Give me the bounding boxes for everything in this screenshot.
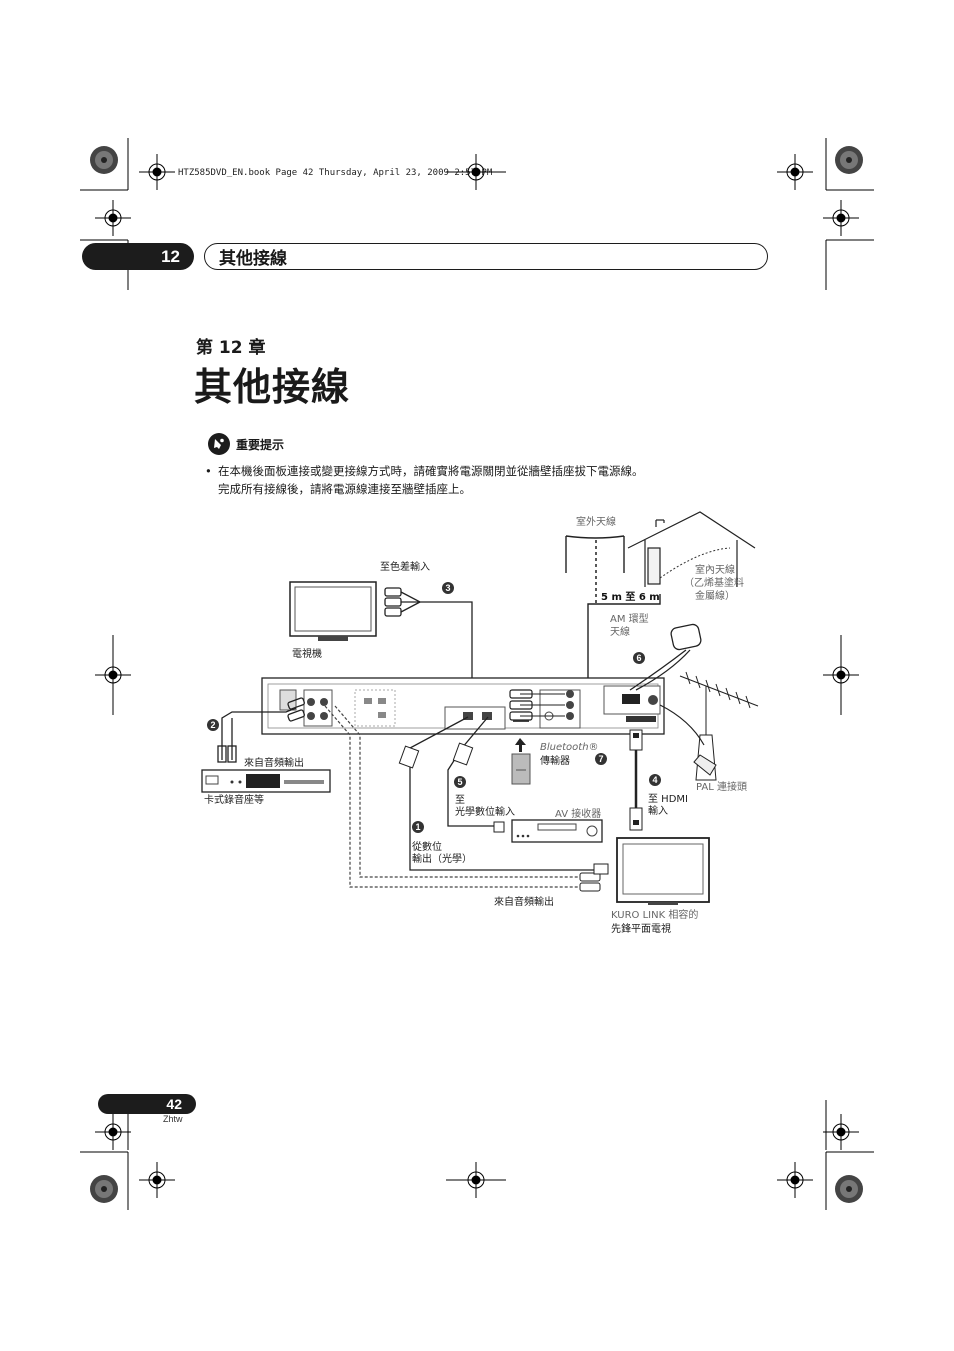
cassette-deck-label: 卡式錄音座等 [204, 793, 264, 806]
number-badge-1: 1 [412, 821, 424, 833]
svg-text:3: 3 [445, 583, 450, 593]
audio-out-label-2: 來自音頻輸出 [494, 895, 554, 908]
component-input-label: 至色差輸入 [380, 560, 430, 573]
number-badge-2: 2 [207, 719, 219, 731]
bluetooth-adapter-label: 傳輸器 [540, 754, 570, 767]
number-badge-5: 5 [454, 776, 466, 788]
audio-out-label: 來自音頻輸出 [244, 756, 304, 769]
number-badge-3: 3 [442, 582, 454, 594]
print-header: HTZ585DVD_EN.book Page 42 Thursday, Apri… [178, 168, 493, 178]
svg-text:5: 5 [457, 777, 462, 787]
flat-panel-tv-icon [616, 837, 710, 905]
cassette-audio-cable [217, 697, 305, 763]
bullet-dot-icon: • [205, 464, 212, 478]
av-receiver-icon [511, 819, 603, 843]
am-loop-label-2: 天線 [610, 625, 630, 638]
am-loop-antenna-icon [629, 623, 702, 691]
bluetooth-adapter-icon [511, 738, 531, 785]
page-number-badge: 42 [98, 1094, 196, 1114]
pal-connector-label: PAL 連接頭 [696, 780, 747, 793]
indoor-antenna-wire [659, 547, 731, 579]
main-unit-rear-panel [261, 677, 665, 735]
indoor-antenna-label-1: 室內天線 [695, 563, 735, 576]
to-optical-label-1: 至 [455, 794, 465, 806]
from-digital-label-2: 輸出（光學） [412, 852, 472, 865]
tv-label: 電視機 [292, 647, 322, 660]
bluetooth-label: Bluetooth® [540, 742, 599, 753]
chapter-heading: 其他接線 [194, 365, 351, 409]
warning-hand-icon [208, 433, 230, 455]
kuro-link-label-1: KURO LINK 相容的 [611, 908, 698, 921]
distance-box [598, 588, 660, 604]
indoor-antenna-label-3: 金屬線） [695, 589, 735, 602]
from-digital-label-1: 從數位 [412, 840, 442, 853]
distance-label: 5 m 至 6 m [601, 591, 660, 603]
tv-audio-cable-2 [334, 705, 580, 878]
pal-antenna-icon [659, 671, 759, 781]
indoor-antenna-label-2: （乙烯基塗料 [684, 576, 744, 589]
am-loop-label-1: AM 環型 [610, 612, 649, 625]
to-hdmi-label-2: 輸入 [648, 804, 668, 817]
optical-cable-5 [447, 716, 500, 827]
svg-text:2: 2 [210, 720, 215, 730]
tv-audio-cable-1 [324, 705, 580, 888]
bullet-line-1: 在本機後面板連接或變更接線方式時，請確實將電源關閉並從牆壁插座拔下電源線。 [218, 464, 644, 478]
svg-text:4: 4 [652, 775, 657, 785]
important-note-title: 重要提示 [236, 437, 285, 452]
svg-text:6: 6 [636, 653, 641, 663]
number-badge-6: 6 [633, 652, 645, 664]
bullet-line-2: 完成所有接線後，請將電源線連接至牆壁插座上。 [218, 482, 471, 496]
chapter-label: 第 12 章 [196, 338, 266, 358]
cassette-deck-icon [201, 769, 331, 793]
outdoor-antenna-label: 室外天線 [576, 515, 616, 528]
kuro-link-label-2: 先鋒平面電視 [611, 922, 671, 935]
chapter-title-text: 其他接線 [219, 249, 287, 269]
chapter-number-badge: 12 [82, 243, 194, 270]
tv-icon [289, 581, 377, 641]
optical-cable-1 [409, 716, 596, 871]
chapter-title-bar: 其他接線 [204, 243, 768, 270]
to-optical-label-2: 光學數位輸入 [455, 805, 515, 818]
svg-text:1: 1 [415, 822, 420, 832]
hdmi-cable [629, 729, 643, 831]
number-badge-4: 4 [649, 774, 661, 786]
svg-text:7: 7 [598, 754, 603, 764]
important-note-header: 重要提示 [208, 433, 284, 455]
important-note-bullet: • 在本機後面板連接或變更接線方式時，請確實將電源關閉並從牆壁插座拔下電源線。 … [205, 462, 765, 498]
house-icon [627, 511, 756, 587]
number-badge-7: 7 [595, 753, 607, 765]
av-receiver-label: AV 接收器 [555, 807, 601, 820]
to-hdmi-label-1: 至 HDMI [648, 793, 688, 805]
language-code: Zhtw [163, 1114, 183, 1124]
outdoor-antenna-icon [565, 535, 625, 573]
